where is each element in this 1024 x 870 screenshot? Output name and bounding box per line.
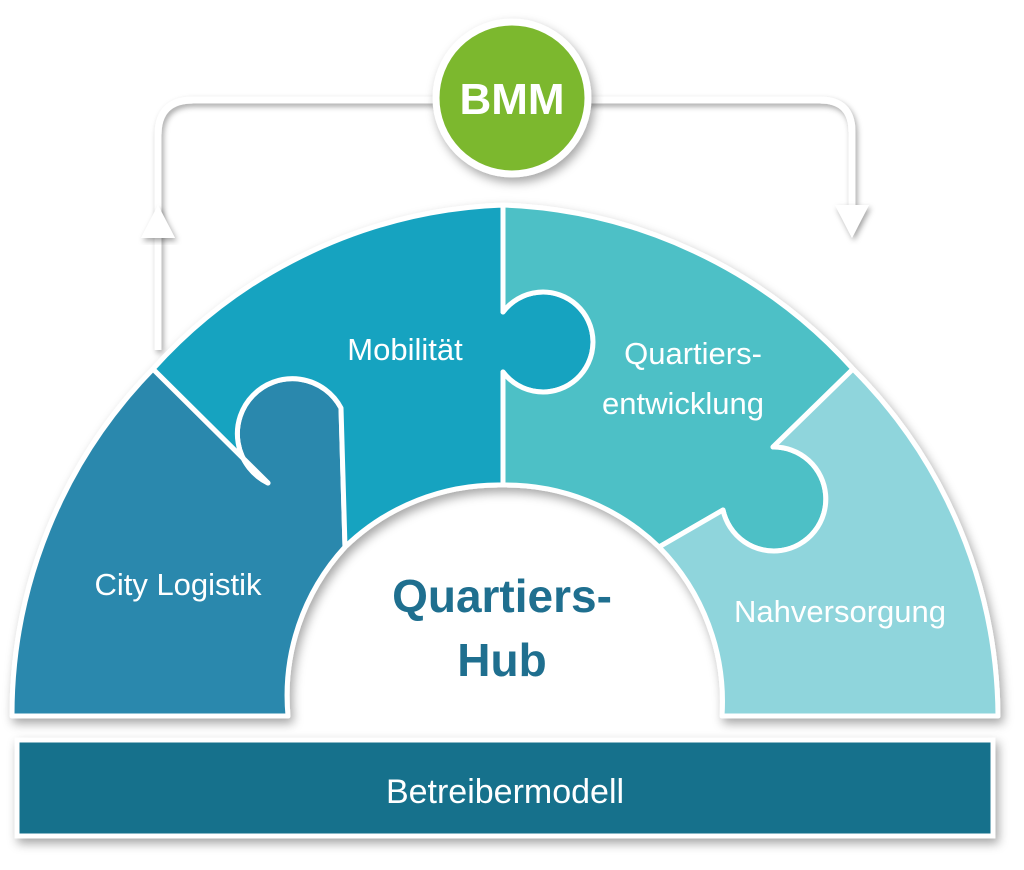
hub-title-line-2: Hub xyxy=(457,634,546,686)
hub-title-line-1: Quartiers- xyxy=(392,570,612,622)
segment-nahversorgung xyxy=(656,366,1001,719)
segment-label-city-logistik: City Logistik xyxy=(94,567,262,602)
segment-label-mobilitaet: Mobilität xyxy=(347,332,463,367)
segment-label-quartiersentwicklung-2: entwicklung xyxy=(602,386,764,421)
base-label: Betreibermodell xyxy=(386,773,624,811)
base-bar xyxy=(14,737,996,839)
arrow-down-icon xyxy=(835,205,869,238)
feedback-loop-arrow xyxy=(154,96,856,350)
bmm-badge-label: BMM xyxy=(459,75,564,124)
segment-city-logistik xyxy=(9,366,348,719)
segment-label-nahversorgung: Nahversorgung xyxy=(734,594,946,629)
segment-label-quartiersentwicklung-1: Quartiers- xyxy=(624,336,762,371)
bmm-badge xyxy=(432,18,592,178)
arrow-up-icon xyxy=(141,205,175,238)
